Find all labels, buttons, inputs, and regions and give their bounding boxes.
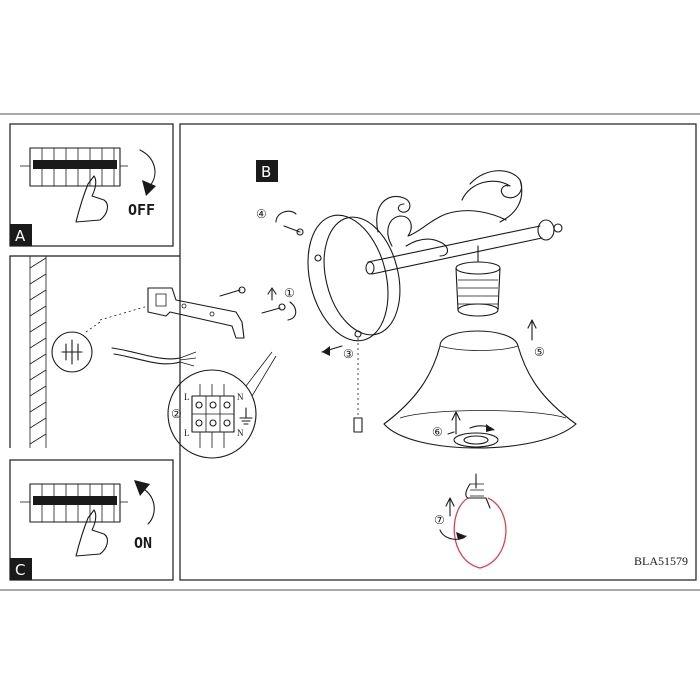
step-4-number: ④ bbox=[256, 207, 267, 221]
scroll-arm bbox=[365, 170, 563, 275]
step-5-number: ⑤ bbox=[534, 345, 545, 359]
terminal-top-l: L bbox=[184, 392, 190, 402]
product-code: BLA51579 bbox=[634, 554, 688, 568]
panel-a-state: OFF bbox=[128, 201, 155, 219]
terminal-block-detail bbox=[167, 351, 277, 459]
glass-shade bbox=[383, 330, 577, 449]
switch-arrow-a-head bbox=[142, 180, 156, 196]
hand-a bbox=[75, 175, 109, 223]
panel-a-label: A bbox=[15, 227, 26, 245]
panel-c-state: ON bbox=[134, 534, 152, 552]
switch-arrow-c bbox=[141, 487, 155, 525]
pull-chain bbox=[321, 338, 363, 433]
supply-cable bbox=[111, 347, 197, 367]
panel-a: OFF A bbox=[9, 123, 174, 247]
light-bulb bbox=[439, 473, 507, 569]
panel-c: ON C bbox=[9, 459, 174, 581]
panel-c-label: C bbox=[15, 561, 25, 579]
wall-plate bbox=[307, 214, 401, 342]
step-3-number: ③ bbox=[343, 347, 354, 361]
anchor-leader bbox=[85, 321, 101, 333]
step-1-number: ① bbox=[284, 286, 295, 300]
panel-a-label-box bbox=[10, 224, 32, 246]
panel-b-frame bbox=[179, 123, 697, 581]
step-7-number: ⑦ bbox=[434, 513, 445, 527]
wall-anchor bbox=[61, 339, 83, 365]
anchor-detail-circle bbox=[51, 331, 93, 373]
step-2-number: ② bbox=[171, 407, 182, 421]
lamp-socket bbox=[455, 245, 501, 317]
switch-arrow-c-head bbox=[134, 480, 150, 496]
step-1-arrow bbox=[267, 287, 277, 301]
mounting-bracket bbox=[147, 287, 245, 339]
bracket-leader bbox=[99, 305, 149, 321]
panel-c-label-box bbox=[10, 558, 32, 580]
hand-c bbox=[75, 509, 109, 557]
wall-hatch bbox=[29, 256, 47, 448]
screw-step-4 bbox=[275, 210, 304, 236]
wall-panel-frame bbox=[9, 255, 180, 448]
breaker-box-c bbox=[20, 483, 128, 523]
screw-upper bbox=[219, 286, 246, 297]
breaker-box-a bbox=[20, 147, 128, 187]
switch-arrow-a bbox=[139, 149, 156, 189]
panel-a-frame bbox=[9, 123, 174, 247]
terminal-top-n: N bbox=[237, 392, 244, 402]
panel-b: B ④ bbox=[179, 123, 697, 581]
screw-lower bbox=[261, 303, 286, 314]
panel-c-frame bbox=[9, 459, 174, 581]
step-1-rotation bbox=[287, 301, 297, 321]
shade-ring bbox=[447, 411, 499, 448]
terminal-bottom-l: L bbox=[184, 428, 190, 438]
panel-b-label: B bbox=[261, 163, 271, 181]
terminal-bottom-n: N bbox=[237, 428, 244, 438]
step-5-arrow bbox=[527, 319, 537, 341]
step-6-number: ⑥ bbox=[432, 425, 443, 439]
panel-b-label-box bbox=[256, 160, 278, 182]
panel-wall-mount: ① L N L N ② bbox=[9, 255, 297, 459]
